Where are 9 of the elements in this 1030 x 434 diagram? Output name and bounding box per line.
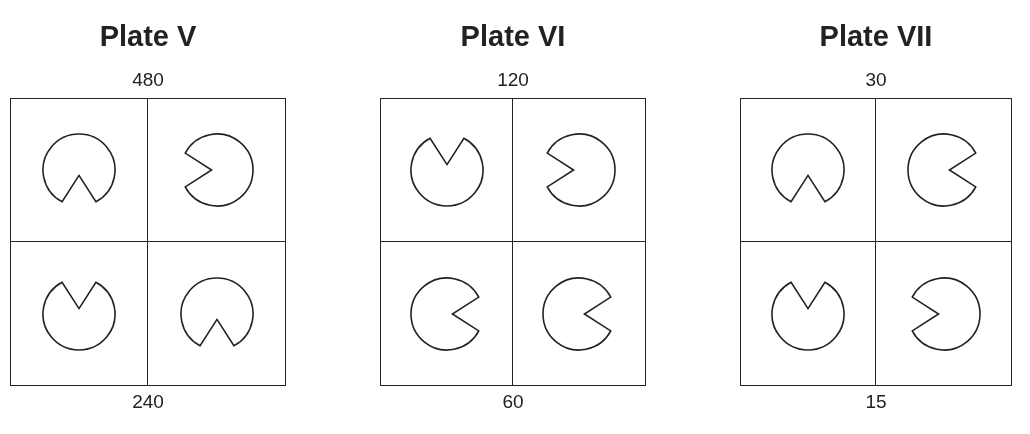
number-label: 120 — [497, 68, 529, 92]
number-label: 480 — [132, 68, 164, 92]
number-label: 60 — [502, 390, 524, 414]
number-label: 30 — [865, 68, 887, 92]
number-label: 15 — [865, 390, 887, 414]
plate-title: Plate VII — [819, 19, 933, 54]
plate-title: Plate VI — [460, 19, 566, 54]
number-label: 240 — [132, 390, 164, 414]
plate-title: Plate V — [99, 19, 197, 54]
